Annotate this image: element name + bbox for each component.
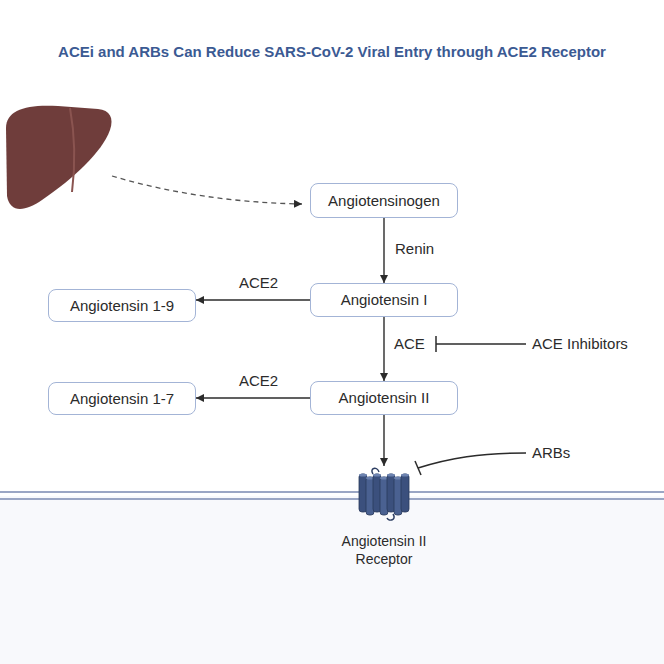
flow-arrow: [383, 415, 384, 466]
edge-label: Renin: [395, 240, 434, 258]
flow-arrow: [196, 397, 310, 398]
receptor-label: Angiotensin II Receptor: [324, 532, 444, 568]
drug-label: ARBs: [532, 444, 570, 462]
flow-arrow: [383, 317, 384, 381]
edge-label: ACE: [394, 335, 425, 353]
box-label: Angiotensinogen: [328, 192, 440, 210]
box-label: Angiotensin 1-7: [70, 390, 174, 408]
box-label: Angiotensin 1-9: [70, 297, 174, 315]
process-box: Angiotensin 1-9: [48, 289, 196, 322]
ace-inhibitor-line: [436, 336, 526, 352]
process-box: Angiotensinogen: [310, 183, 458, 218]
cell-interior: [0, 496, 664, 664]
box-label: Angiotensin II: [339, 389, 430, 407]
box-label: Angiotensin I: [341, 291, 428, 309]
liver-illustration: [6, 106, 112, 209]
process-box: Angiotensin 1-7: [48, 382, 196, 415]
membrane-line: [0, 498, 664, 500]
receptor-symbol: [349, 466, 419, 522]
flow-arrow: [383, 218, 384, 283]
diagram-title: ACEi and ARBs Can Reduce SARS-CoV-2 Vira…: [0, 42, 664, 62]
receptor-node: Angiotensin II Receptor: [311, 466, 457, 568]
process-box: Angiotensin II: [310, 381, 458, 415]
drug-label: ACE Inhibitors: [532, 335, 628, 353]
edge-label: ACE2: [239, 274, 278, 292]
process-box: Angiotensin I: [310, 283, 458, 317]
edge-label: ACE2: [239, 372, 278, 390]
arb-inhibitor-line: [415, 453, 526, 475]
membrane-line: [0, 491, 664, 493]
secretion-arrow: [112, 176, 302, 204]
flow-arrow: [196, 299, 310, 300]
